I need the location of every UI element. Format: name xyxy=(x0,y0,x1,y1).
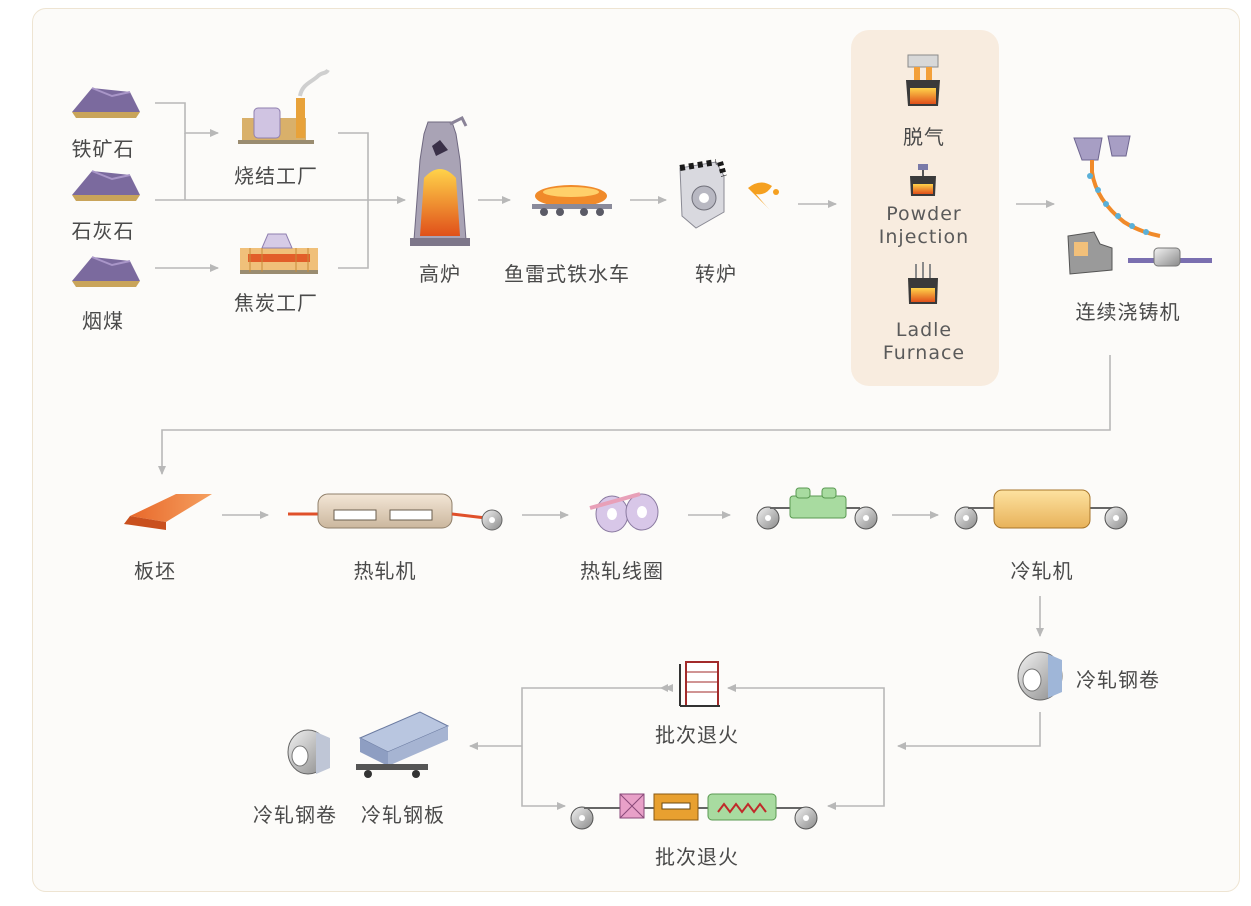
label-coal: 烟煤 xyxy=(82,309,124,333)
ladle-furnace-icon xyxy=(908,262,938,304)
label-continuous-caster: 连续浇铸机 xyxy=(1075,300,1181,324)
hot-rolled-coil-icon xyxy=(589,492,659,533)
limestone-pile-icon xyxy=(72,170,140,201)
ore-pile-icon xyxy=(72,87,140,118)
diagram-frame xyxy=(32,8,1240,892)
arrow-to-batch-top xyxy=(727,684,885,746)
arrow-batch-bottom-from-split xyxy=(521,746,566,810)
label-hot-rolling-mill: 热轧机 xyxy=(353,559,417,583)
label-converter: 转炉 xyxy=(695,262,737,286)
connector-arrows xyxy=(155,102,1111,810)
hot-rolling-mill-icon xyxy=(288,493,503,531)
arrow-sinter-to-blast xyxy=(338,132,369,200)
label-limestone: 石灰石 xyxy=(71,219,135,243)
label-product-sheet: 冷轧钢板 xyxy=(361,803,445,827)
powder-injection-icon xyxy=(910,164,936,196)
cold-rolling-mill-icon xyxy=(954,489,1128,530)
label-powder-injection: Powder Injection xyxy=(878,203,970,248)
label-ladle-furnace: Ladle Furnace xyxy=(882,319,966,364)
arrow-caster-to-slab xyxy=(158,355,1111,475)
torpedo-car-icon xyxy=(532,185,612,216)
label-coke-plant: 焦炭工厂 xyxy=(234,291,318,315)
label-product-coil: 冷轧钢卷 xyxy=(253,803,337,827)
label-sinter-plant: 烧结工厂 xyxy=(234,164,318,188)
arrow-to-batch-bottom xyxy=(827,746,885,810)
arrow-coke-to-blast xyxy=(338,200,369,269)
arrow-batch-top-to-products xyxy=(521,684,673,746)
arrow-coldcoil-to-annealing xyxy=(897,712,1041,750)
label-batch-annealing-bottom: 批次退火 xyxy=(655,845,739,869)
continuous-caster-icon xyxy=(1067,135,1212,275)
label-cold-rolled-coil: 冷轧钢卷 xyxy=(1076,668,1160,692)
converter-icon xyxy=(679,159,779,229)
label-batch-annealing-top: 批次退火 xyxy=(655,723,739,747)
batch-annealing-icon xyxy=(679,661,720,707)
final-coil-icon xyxy=(287,729,330,775)
slab-icon xyxy=(124,494,212,530)
label-degassing: 脱气 xyxy=(903,125,945,149)
coal-pile-icon xyxy=(72,256,140,287)
label-iron-ore: 铁矿石 xyxy=(71,137,135,161)
blast-furnace-icon xyxy=(410,115,470,246)
sinter-plant-icon xyxy=(238,68,330,144)
pickling-line-icon xyxy=(756,487,878,530)
label-cold-rolling-mill: 冷轧机 xyxy=(1010,559,1074,583)
label-torpedo-car: 鱼雷式铁水车 xyxy=(504,262,630,286)
label-slab: 板坯 xyxy=(134,559,176,583)
steel-sheet-stack-icon xyxy=(356,711,450,778)
degassing-icon xyxy=(906,54,940,106)
label-hot-rolled-coil: 热轧线圈 xyxy=(580,559,664,583)
continuous-annealing-line-icon xyxy=(570,793,818,830)
coke-plant-icon xyxy=(240,233,318,274)
label-blast-furnace: 高炉 xyxy=(419,262,461,286)
cold-rolled-coil-icon xyxy=(1017,651,1063,701)
arrow-ore-to-sinter xyxy=(155,102,219,137)
